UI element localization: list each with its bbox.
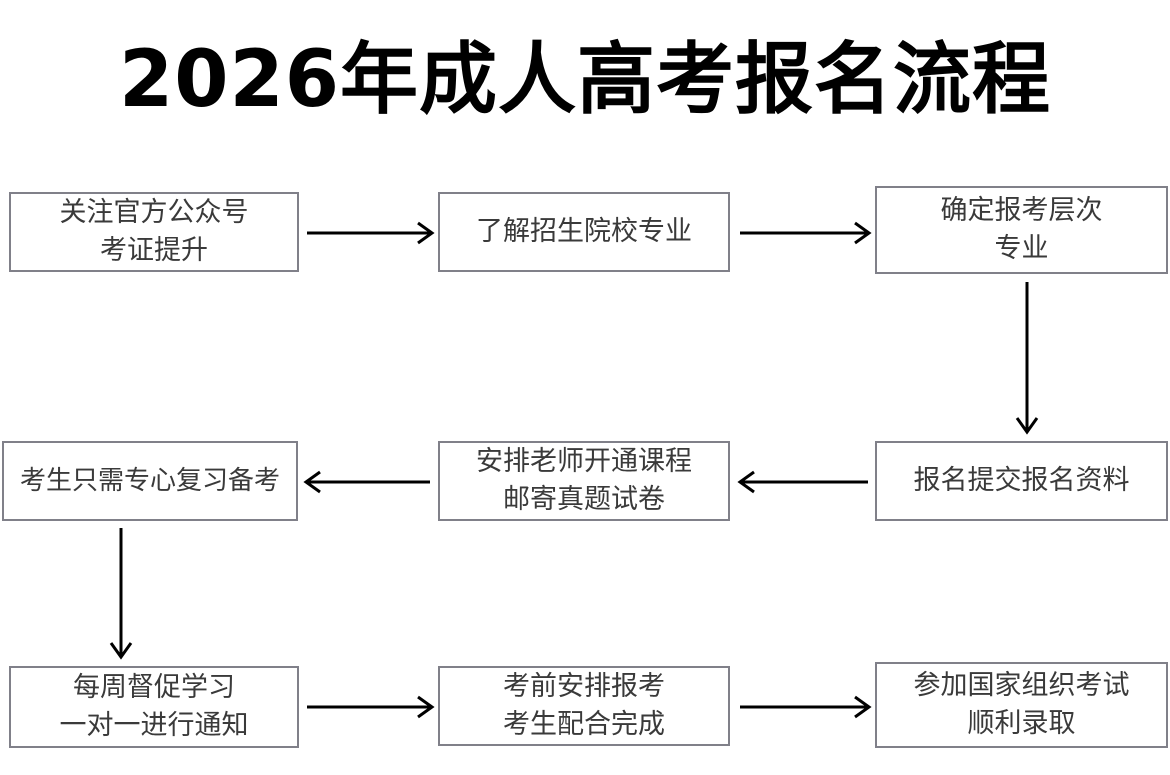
flow-node-line: 安排老师开通课程 <box>476 446 692 477</box>
flow-node-line: 考证提升 <box>100 235 208 266</box>
flow-node-line: 了解招生院校专业 <box>476 216 692 247</box>
flow-node-submit-application-materials[interactable]: 报名提交报名资料 <box>875 441 1168 521</box>
flow-node-line: 顺利录取 <box>967 708 1076 739</box>
arrow-box1-to-box2 <box>307 221 435 245</box>
flow-node-learn-schools-majors[interactable]: 了解招生院校专业 <box>438 192 730 272</box>
arrow-box8-to-box9 <box>740 695 872 719</box>
flow-node-line: 考生配合完成 <box>503 709 665 740</box>
flow-node-line: 一对一进行通知 <box>59 710 249 741</box>
arrow-box5-to-box6 <box>303 470 430 494</box>
flow-node-pre-exam-registration[interactable]: 考前安排报考 考生配合完成 <box>438 666 730 746</box>
arrow-box6-to-box7 <box>109 528 133 660</box>
flow-node-line: 参加国家组织考试 <box>913 670 1130 701</box>
flow-node-follow-official-account[interactable]: 关注官方公众号 考证提升 <box>9 192 299 272</box>
flow-node-take-national-exam[interactable]: 参加国家组织考试 顺利录取 <box>875 662 1168 748</box>
arrow-box2-to-box3 <box>740 221 872 245</box>
flow-node-line: 考生只需专心复习备考 <box>19 466 280 496</box>
flow-node-student-focus-review[interactable]: 考生只需专心复习备考 <box>2 441 298 521</box>
arrow-box4-to-box5 <box>737 470 868 494</box>
flow-node-confirm-level-major[interactable]: 确定报考层次 专业 <box>875 186 1168 274</box>
flow-node-line: 专业 <box>994 233 1049 264</box>
arrow-box3-to-box4 <box>1015 282 1039 435</box>
flow-node-line: 邮寄真题试卷 <box>503 484 665 515</box>
flow-node-line: 报名提交报名资料 <box>913 465 1130 496</box>
flow-node-line: 确定报考层次 <box>940 195 1103 226</box>
arrow-box7-to-box8 <box>307 695 435 719</box>
flow-node-weekly-study-supervision[interactable]: 每周督促学习 一对一进行通知 <box>9 666 299 748</box>
flow-node-line: 每周督促学习 <box>73 672 235 703</box>
flow-node-line: 关注官方公众号 <box>59 197 249 228</box>
page-title: 2026年成人高考报名流程 <box>118 35 1052 125</box>
flow-node-line: 考前安排报考 <box>503 671 665 702</box>
flow-node-teacher-opens-course[interactable]: 安排老师开通课程 邮寄真题试卷 <box>438 441 730 521</box>
